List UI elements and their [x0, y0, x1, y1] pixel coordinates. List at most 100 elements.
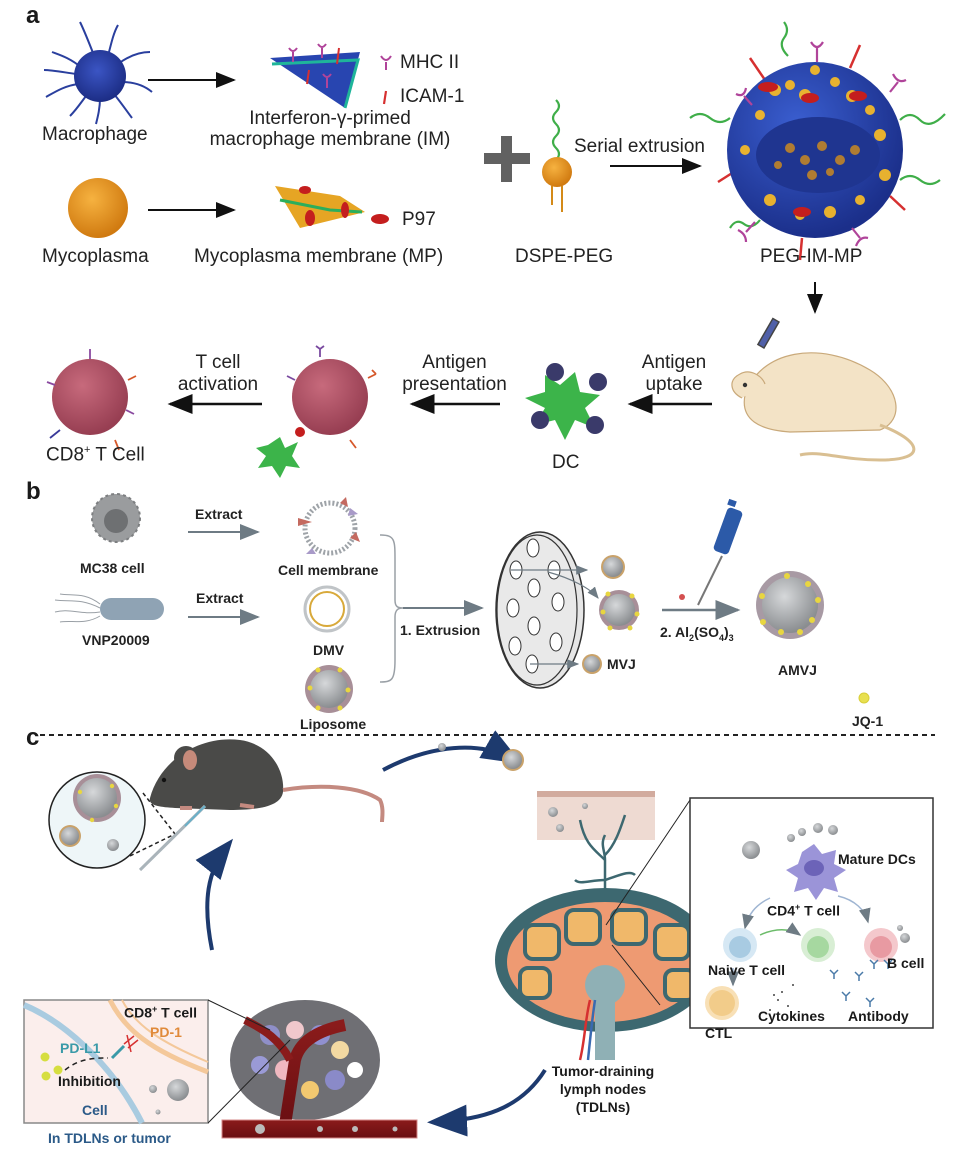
naive-t-cell-icon — [723, 928, 757, 962]
panel-c-letter: c — [26, 724, 40, 751]
macrophage-icon — [43, 21, 153, 125]
arrow-extrude-large — [547, 571, 599, 599]
label-mc38: MC38 cell — [80, 560, 145, 576]
label-amvj: AMVJ — [778, 662, 817, 678]
particle-zoom-circle — [48, 771, 146, 869]
arrow-naive-to-cd4 — [759, 922, 802, 936]
flow-arrow-to-skin — [382, 730, 522, 772]
label-cd4-t-cell: CD4+ T cell — [767, 902, 840, 919]
im-membrane-icon — [270, 43, 360, 109]
step2-prefix: 2. Al — [660, 624, 690, 640]
label-antigen-uptake-line2: uptake — [645, 374, 703, 395]
label-peg-im-mp: PEG-IM-MP — [760, 246, 863, 267]
label-mycoplasma: Mycoplasma — [42, 246, 149, 267]
inset-particles — [742, 823, 910, 943]
cell-membrane-vesicle-icon — [298, 497, 360, 556]
cytokine-dots — [769, 984, 794, 1011]
label-inhibition: Inhibition — [58, 1073, 121, 1089]
label-liposome: Liposome — [300, 716, 367, 732]
step2-sub2: 4 — [718, 632, 724, 643]
pd1-inset — [22, 998, 209, 1125]
step2-close: ) — [723, 624, 729, 640]
t-cell-presenting-icon — [256, 345, 377, 478]
label-mature-dcs: Mature DCs — [838, 851, 916, 867]
label-t-cell-activation-line1: T cell — [195, 352, 241, 373]
label-mp: Mycoplasma membrane (MP) — [194, 246, 444, 267]
icam-1-legend-icon — [382, 90, 388, 105]
peg-im-mp-nanoparticle-icon — [689, 21, 946, 261]
label-antigen-uptake: Antigen uptake — [632, 352, 716, 396]
particle-small — [438, 743, 446, 751]
label-im-line1: Interferon-γ-primed — [249, 108, 411, 129]
step2-mid: (SO — [694, 624, 719, 640]
label-b-cell: B cell — [887, 955, 925, 971]
cd8-text: CD8 — [46, 444, 85, 466]
label-step1-extrusion: 1. Extrusion — [400, 622, 481, 638]
label-antigen-presentation: Antigen presentation — [392, 352, 517, 396]
arrow-dc-to-b — [837, 895, 871, 924]
mouse-beige-icon — [731, 317, 916, 462]
label-antigen-uptake-line1: Antigen — [641, 352, 707, 373]
cd4-suffix: T cell — [800, 902, 840, 919]
liposome-icon — [305, 665, 353, 713]
label-im-line2: macrophage membrane (IM) — [209, 129, 451, 150]
dmv-vesicle-icon — [303, 585, 351, 633]
label-cd8-t-cell-inset: CD8+ T cell — [124, 1004, 197, 1021]
mycoplasma-icon — [68, 178, 128, 238]
mc38-cell-icon — [91, 493, 141, 543]
tumor-zoom-lines — [207, 999, 291, 1124]
label-pd1: PD-1 — [150, 1024, 182, 1040]
label-t-cell-activation: T cell activation — [168, 352, 268, 396]
cd4-sup: + — [795, 902, 801, 912]
label-tdlns-line2: lymph nodes — [559, 1081, 647, 1097]
mvj-particle-icon — [582, 555, 640, 674]
label-extract-2: Extract — [196, 590, 244, 606]
label-tdlns-line1: Tumor-draining — [551, 1063, 655, 1079]
label-pdl1: PD-L1 — [60, 1040, 101, 1056]
label-antigen-presentation-line1: Antigen — [422, 352, 487, 373]
label-dspe-peg: DSPE-PEG — [515, 246, 614, 267]
plus-icon — [484, 136, 530, 182]
cd8-suffix: T Cell — [90, 444, 145, 466]
mature-dc-icon — [786, 844, 846, 900]
tumor-tissue-icon — [221, 1000, 418, 1139]
label-ctl: CTL — [705, 1025, 733, 1041]
vnp20009-bacterium-icon — [54, 593, 164, 623]
label-antigen-presentation-line2: presentation — [402, 374, 507, 395]
label-in-tdlns-or-tumor: In TDLNs or tumor — [48, 1130, 171, 1146]
legend-icam-1: ICAM-1 — [400, 86, 465, 107]
p97-legend-icon — [371, 214, 389, 224]
label-cd8-t-cell: CD8+ T Cell — [46, 444, 145, 466]
label-cell: Cell — [82, 1102, 108, 1118]
legend-p97: P97 — [402, 209, 436, 230]
label-dmv: DMV — [313, 642, 345, 658]
step2-sub3: 3 — [728, 632, 734, 643]
mouse-dark-icon — [138, 739, 385, 872]
step2-sub1: 2 — [689, 632, 695, 643]
label-cell-membrane: Cell membrane — [278, 562, 379, 578]
skin-tissue-icon — [537, 791, 655, 840]
lymph-zoom-lines — [605, 799, 691, 1006]
label-dc: DC — [552, 452, 580, 473]
panel-a-letter: a — [26, 2, 40, 29]
dspe-peg-icon — [542, 99, 572, 212]
mp-membrane-icon — [275, 186, 365, 228]
cd4-t-cell-icon — [801, 928, 835, 962]
label-antibody: Antibody — [848, 1008, 909, 1024]
label-cytokines: Cytokines — [758, 1008, 825, 1024]
b-cell-icon — [864, 928, 898, 962]
label-naive-t-cell: Naive T cell — [708, 962, 786, 978]
dendritic-cell-icon — [525, 363, 607, 440]
lymph-node-icon — [495, 888, 715, 1061]
arrow-dc-to-naive — [742, 897, 771, 930]
label-im: Interferon-γ-primed macrophage membrane … — [185, 108, 475, 150]
label-tdlns: Tumor-draining lymph nodes (TDLNs) — [528, 1062, 678, 1116]
cd8t-suffix: T cell — [157, 1004, 197, 1021]
antibody-icons — [829, 959, 893, 1007]
cd8-t-cell-icon — [46, 349, 137, 451]
label-mvj: MVJ — [607, 656, 636, 672]
group-brace — [379, 534, 404, 683]
amvj-particle-icon — [756, 571, 824, 639]
label-serial-extrusion: Serial extrusion — [574, 136, 705, 157]
label-t-cell-activation-line2: activation — [177, 374, 259, 395]
